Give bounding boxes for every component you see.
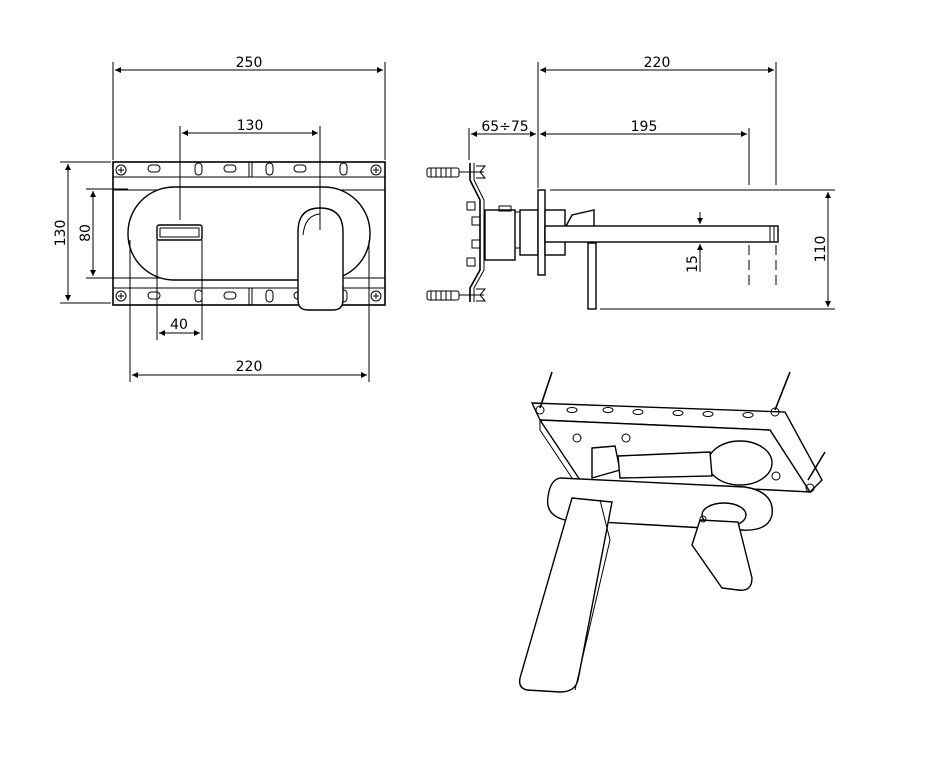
dim-handle-width: 40 (170, 317, 188, 333)
wall-plate (537, 189, 546, 276)
screw-icons (115, 164, 382, 302)
valve-body (484, 209, 516, 261)
wall-anchor-icons (426, 165, 487, 302)
handle (156, 224, 203, 241)
front-view: 250 130 130 80 40 220 (53, 55, 386, 382)
iso-lever (691, 519, 753, 591)
dimension-lines (60, 62, 386, 382)
spout-side (544, 225, 779, 243)
spout (297, 207, 344, 311)
dim-spout-to-handle: 130 (237, 118, 264, 134)
dim-escutcheon-height: 80 (78, 224, 94, 242)
side-view: 220 65÷75 195 15 110 (426, 55, 835, 310)
iso-slots (566, 407, 781, 481)
mounting-slots (147, 162, 348, 303)
dim-spout-height: 15 (685, 255, 701, 273)
dim-total-height: 110 (813, 236, 829, 263)
iso-valve (707, 440, 773, 486)
iso-spout (518, 497, 613, 693)
dim-overall-width: 250 (236, 55, 263, 71)
dim-height: 130 (53, 220, 69, 247)
dim-spout-reach: 195 (631, 119, 658, 135)
dim-escutcheon-width: 220 (236, 359, 263, 375)
dim-wall-depth: 65÷75 (481, 119, 528, 135)
bracket (469, 163, 481, 302)
iso-anchor-icons (535, 371, 826, 493)
isometric-view (518, 371, 826, 693)
lever-side (587, 242, 597, 310)
dim-projection: 220 (644, 55, 671, 71)
